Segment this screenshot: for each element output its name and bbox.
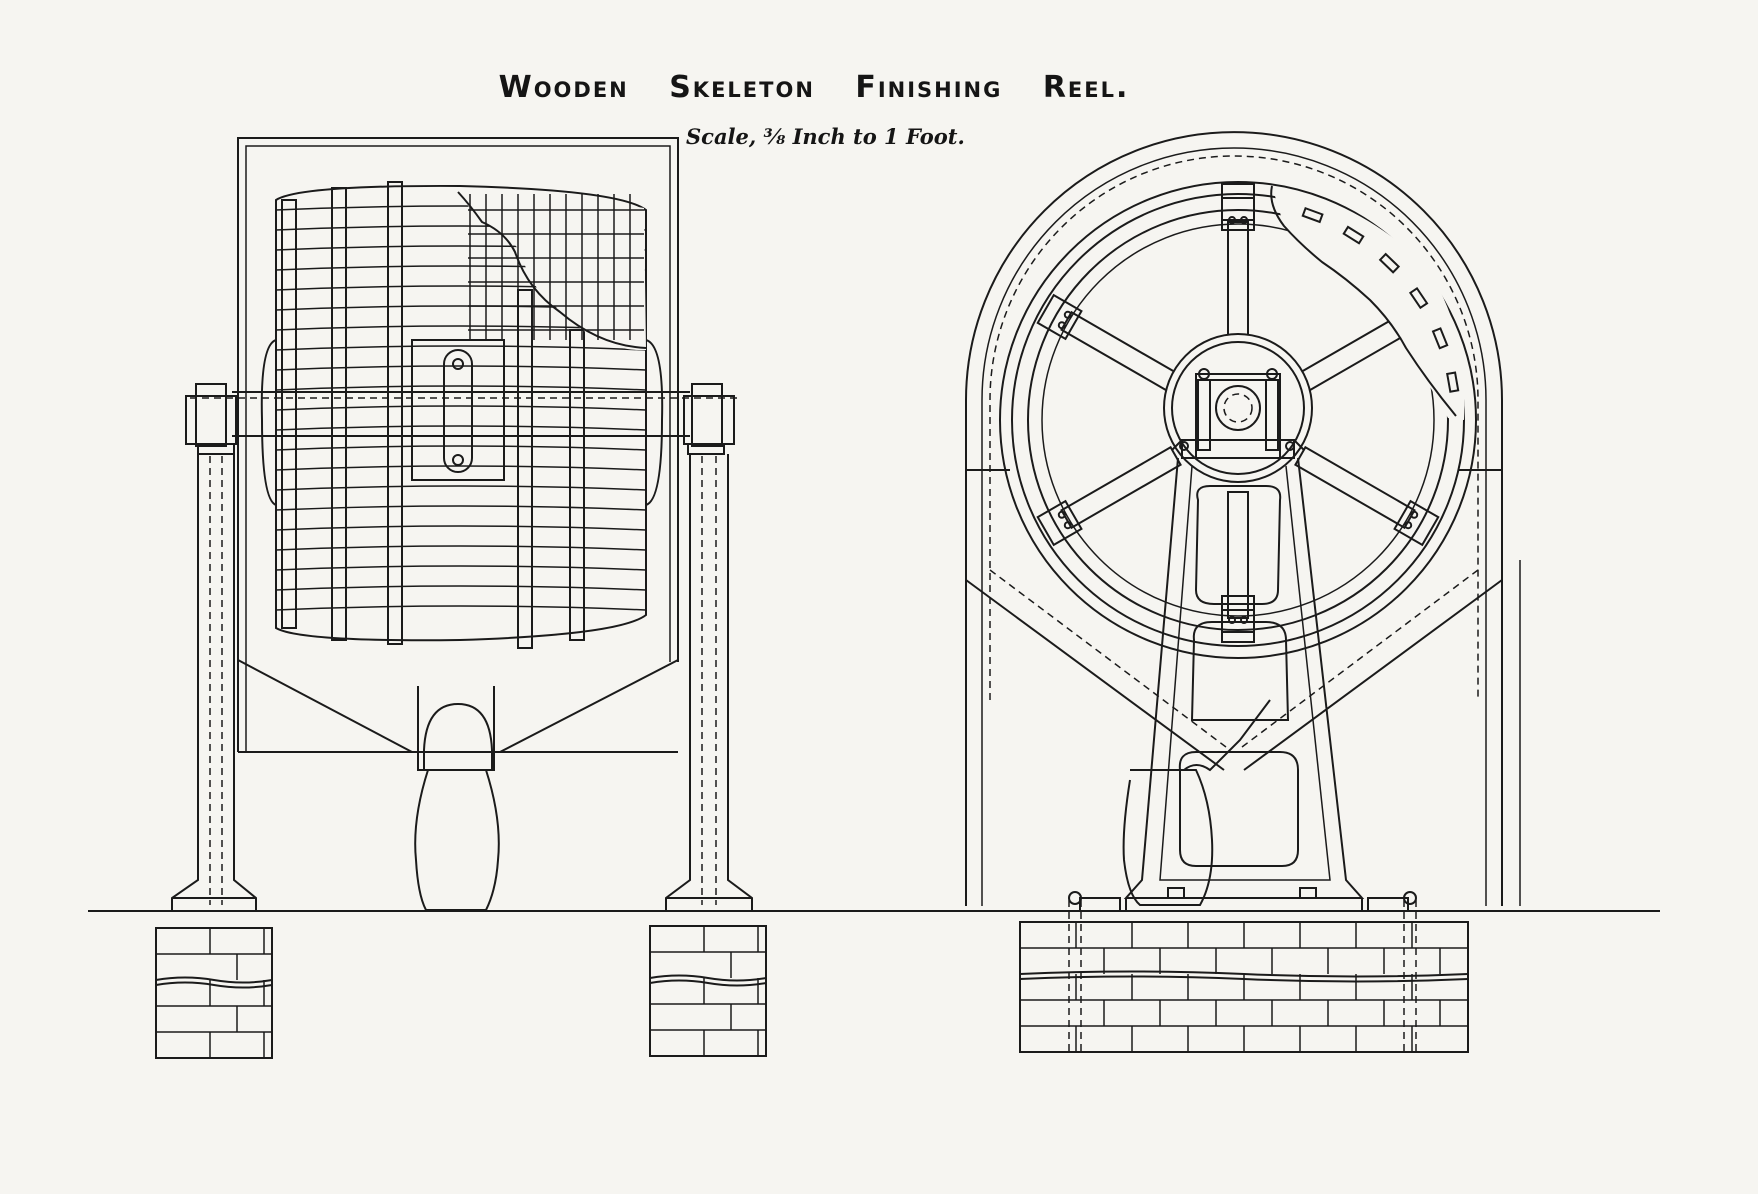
frame-opening-lower <box>1178 751 1299 867</box>
rim-slot <box>1431 327 1449 350</box>
barrel-rib <box>281 199 297 629</box>
shaft-bearing <box>1171 368 1305 459</box>
side-elevation <box>155 137 767 1059</box>
hood-frame <box>237 137 679 753</box>
break-line <box>155 981 273 989</box>
barrel-slat <box>275 445 647 451</box>
reel-wheel <box>999 181 1477 659</box>
rivet <box>1057 510 1066 519</box>
rivet <box>1063 310 1072 319</box>
rim-gusset <box>1393 499 1440 547</box>
barrel-slat <box>275 565 647 571</box>
barrel-slat <box>275 385 647 391</box>
barrel-slat <box>275 425 647 431</box>
barrel-rib <box>569 329 585 641</box>
basket-end-view <box>1122 769 1214 906</box>
frame-opening-upper <box>1194 485 1282 605</box>
wheel-spoke <box>1227 491 1249 619</box>
rivet <box>1410 510 1419 519</box>
barrel-slat <box>275 485 647 491</box>
wheel-spoke <box>1294 445 1416 530</box>
rim-slot <box>1378 252 1401 274</box>
wheel-hub <box>1163 333 1313 483</box>
barrel-slat <box>275 465 647 471</box>
barrel-slat <box>275 365 647 371</box>
reel-barrel <box>260 181 664 649</box>
wheel-spoke <box>1060 310 1182 395</box>
rivet <box>1057 321 1066 330</box>
foundation-outline <box>649 925 767 1057</box>
barrel-rib <box>387 181 403 645</box>
barrel-slat <box>275 605 647 611</box>
rim-gusset <box>1221 197 1255 231</box>
barrel-slat <box>275 505 647 511</box>
rim-slots <box>1301 206 1460 393</box>
break-line <box>649 974 767 982</box>
right-bearing-standard <box>665 383 753 912</box>
rim-slot <box>1301 206 1324 224</box>
barrel-slat <box>275 525 647 531</box>
delivery-chute <box>414 686 500 911</box>
break-line <box>649 979 767 987</box>
rim-gusset <box>1036 293 1083 341</box>
break-line <box>155 976 273 984</box>
drawing-title: Wooden Skeleton Finishing Reel. <box>498 70 1130 105</box>
end-elevation <box>965 131 1521 1053</box>
frame-opening-middle <box>1190 621 1290 721</box>
rim-slot <box>1342 225 1365 245</box>
rim-gusset <box>1036 499 1083 547</box>
rim-slot <box>1408 287 1429 310</box>
end-brick-foundation <box>1019 900 1469 1053</box>
a-frame-standard <box>1068 457 1417 912</box>
rim-slot <box>1446 371 1460 393</box>
rim-gusset <box>1221 609 1255 643</box>
foundation-outline <box>155 927 273 1059</box>
receiving-basket <box>414 769 500 911</box>
barrel-slat <box>275 405 647 411</box>
hub-bracket <box>411 339 505 481</box>
barrel-slat <box>275 545 647 551</box>
barrel-slat <box>275 345 647 351</box>
rivet <box>1404 521 1413 530</box>
rivet <box>1063 521 1072 530</box>
skeleton-grid <box>468 194 644 340</box>
wheel-spoke <box>1227 221 1249 349</box>
left-bearing-standard <box>171 383 257 912</box>
hub-gussets <box>1221 183 1255 633</box>
right-brick-foundation <box>649 925 767 1057</box>
scale-note: Scale, ⅜ Inch to 1 Foot. <box>686 124 965 149</box>
left-brick-foundation <box>155 927 273 1059</box>
outer-hood <box>965 131 1521 906</box>
barrel-rib <box>331 187 347 641</box>
wheel-spoke <box>1060 445 1182 530</box>
barrel-rib <box>517 289 533 649</box>
barrel-slat <box>275 585 647 591</box>
